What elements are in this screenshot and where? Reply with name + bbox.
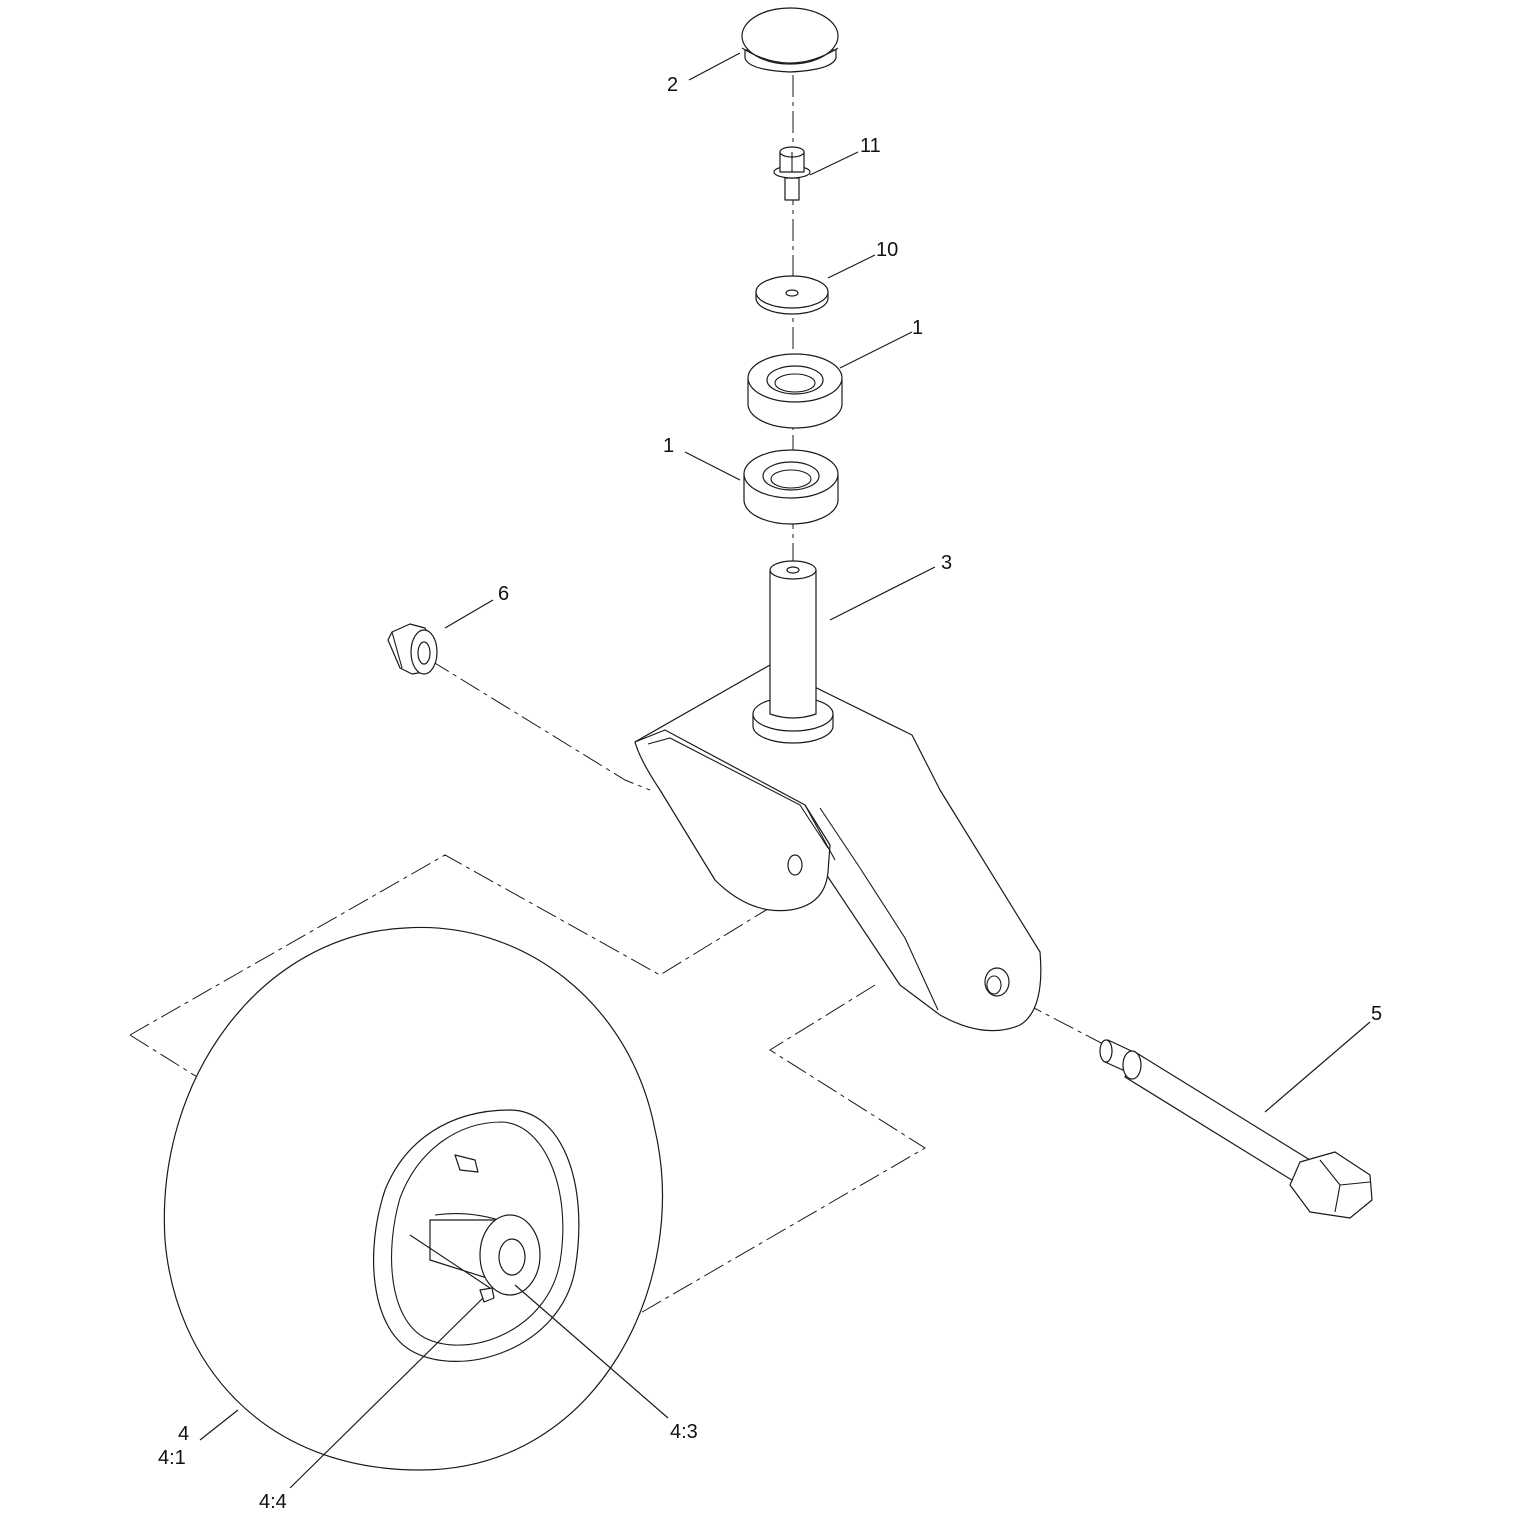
- callout-2: 2: [667, 74, 678, 96]
- flange-bolt-short: [773, 146, 811, 201]
- flat-washer: [755, 275, 829, 315]
- callout-3: 3: [941, 552, 952, 574]
- callout-labels: 2 11 10 1 1 3 6 5 4 4:1 4:3 4:4: [158, 74, 1382, 1513]
- callout-4-3: 4:3: [670, 1421, 698, 1443]
- callout-4-4: 4:4: [259, 1491, 287, 1513]
- callout-11: 11: [860, 135, 881, 157]
- callout-10: 10: [876, 239, 898, 261]
- callout-5: 5: [1371, 1003, 1382, 1025]
- caster-fork: [634, 560, 1042, 1032]
- callout-4-1: 4:1: [158, 1447, 186, 1469]
- leader-lines: [199, 52, 1371, 1489]
- flange-nut: [387, 623, 438, 675]
- callout-4: 4: [178, 1423, 189, 1445]
- callout-1-lower: 1: [663, 435, 674, 457]
- callout-1-upper: 1: [912, 317, 923, 339]
- bearing-upper: [747, 353, 843, 429]
- axle-bolt: [1099, 1039, 1373, 1219]
- callout-6: 6: [498, 583, 509, 605]
- wheel-assembly: [163, 926, 663, 1471]
- cap-plug: [741, 7, 839, 73]
- bearing-lower: [743, 449, 839, 525]
